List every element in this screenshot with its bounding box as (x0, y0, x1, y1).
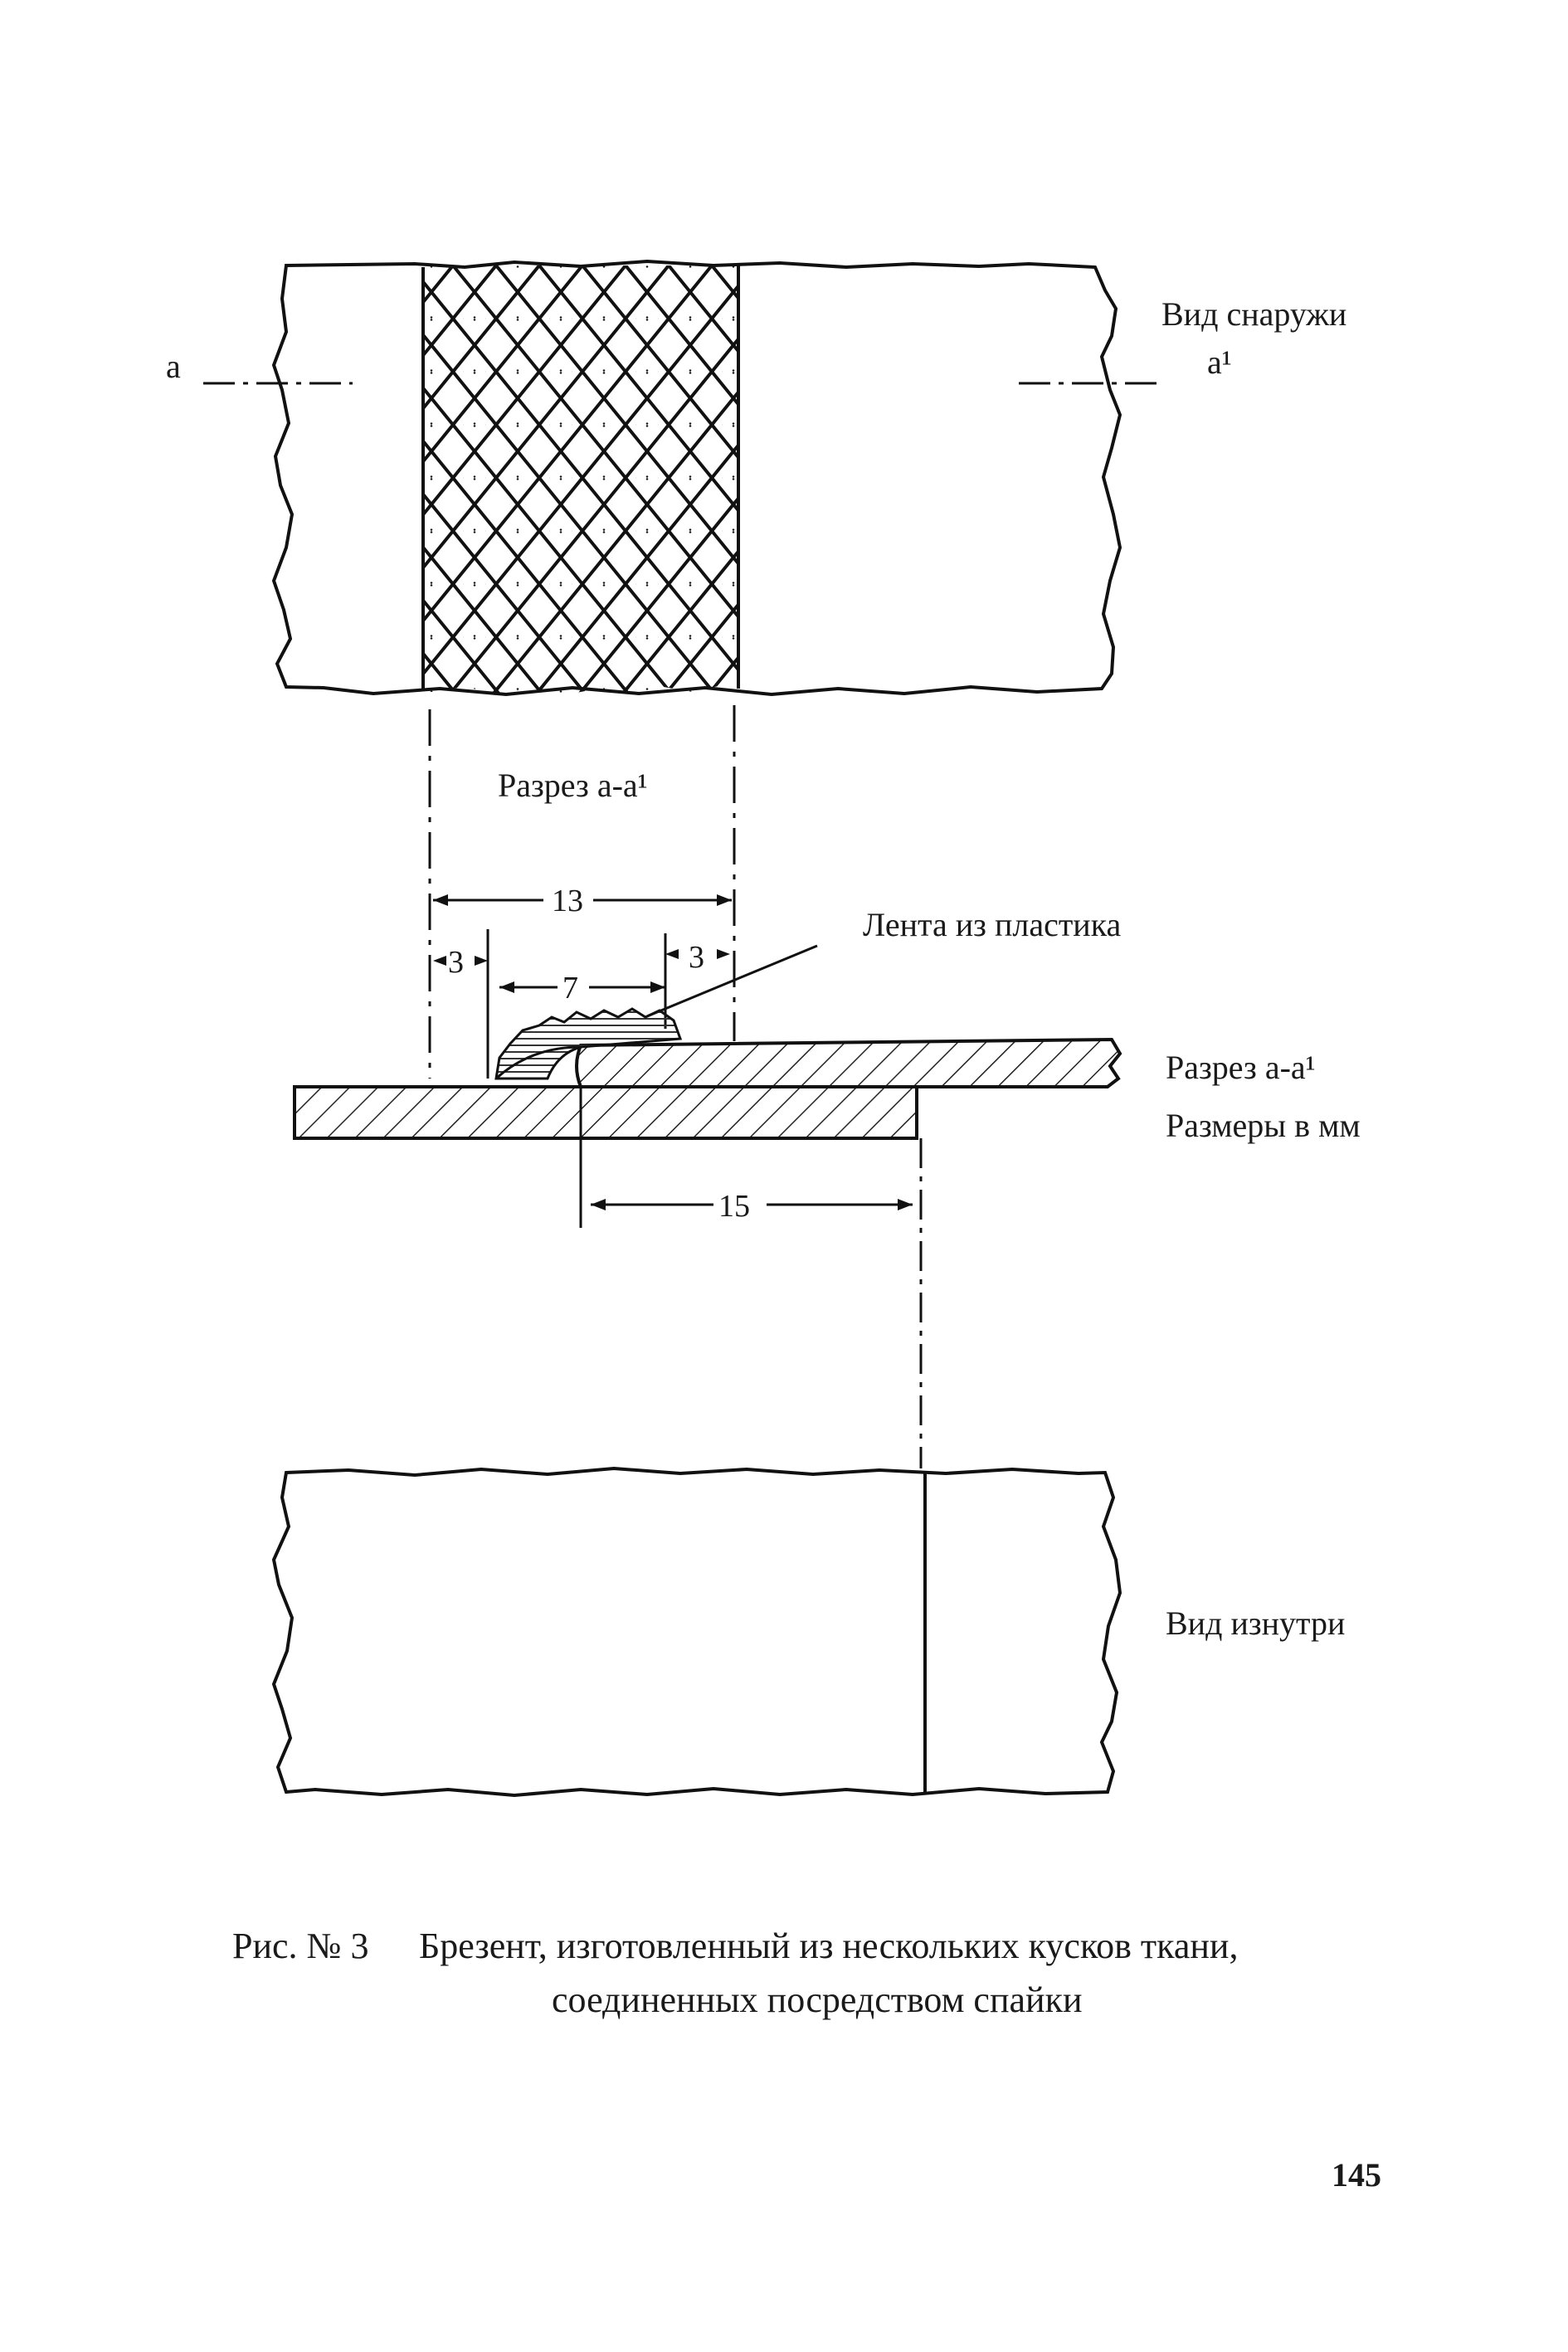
inner-panel-outline (271, 1466, 1122, 1798)
inner-view-panel (271, 1466, 1122, 1798)
caption-line-1: Брезент, изготовленный из нескольких кус… (419, 1926, 1238, 1966)
dim-13-label: 13 (552, 884, 583, 918)
dim-13-arrow-left (433, 894, 448, 906)
plastic-tape (494, 1007, 683, 1080)
dim-3-right-arrow-a (665, 949, 679, 959)
caption-line-2: соединенных посредством спайки (552, 1979, 1083, 2020)
tape-edge-bead (494, 1045, 582, 1080)
outer-panel-outline (271, 259, 1122, 697)
dim-15-label: 15 (718, 1189, 750, 1224)
section-mark-left: a (166, 348, 181, 385)
tape-label: Лента из пластика (863, 906, 1122, 943)
tape-leader-line (646, 944, 818, 1018)
outer-view-label: Вид снаружи (1161, 295, 1346, 333)
dim-3-right-arrow-b (717, 949, 730, 959)
section-side-label: Разрез a-a¹ (1166, 1049, 1316, 1086)
units-label: Размеры в мм (1166, 1107, 1361, 1144)
dim-3-left-arrow-b (475, 956, 488, 966)
section-mark-right: a¹ (1207, 343, 1232, 381)
mesh-seam-area (423, 265, 738, 693)
dim-3-right-label: 3 (689, 940, 704, 975)
dim-3-left-arrow-a (433, 956, 446, 966)
dim-13-arrow-right (717, 894, 732, 906)
dim-3-left-label: 3 (448, 945, 464, 980)
lower-fabric-layer (293, 1085, 918, 1140)
page-number: 145 (1332, 2156, 1381, 2194)
dim-7-label: 7 (562, 971, 578, 1006)
section-drawing: 13 3 7 3 15 (293, 879, 1122, 1468)
dim-15-arrow-right (898, 1199, 913, 1210)
dim-15-arrow-left (591, 1199, 606, 1210)
section-title: Разрез a-a¹ (498, 767, 648, 804)
outer-view-panel (203, 259, 1157, 697)
figure-number: Рис. № 3 (232, 1926, 369, 1966)
upper-fabric-layer (575, 1037, 1122, 1088)
inner-view-label: Вид изнутри (1166, 1605, 1345, 1642)
dim-7-arrow-right (650, 981, 665, 993)
dim-7-arrow-left (499, 981, 514, 993)
